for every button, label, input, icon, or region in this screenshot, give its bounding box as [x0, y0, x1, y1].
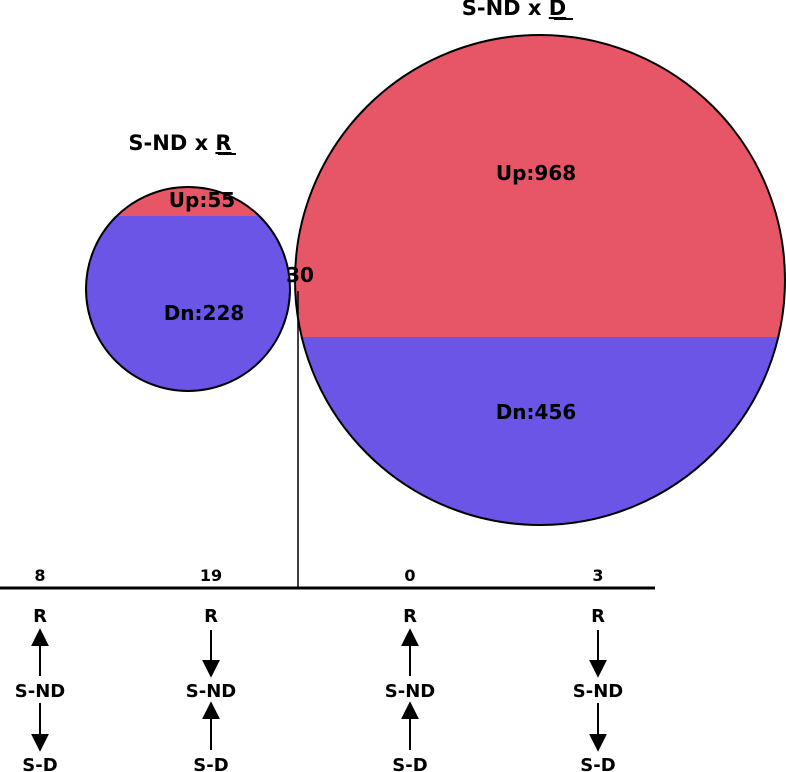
node-s-d: S-D: [22, 755, 57, 772]
pattern-count: 3: [592, 566, 603, 585]
node-s-nd: S-ND: [15, 681, 65, 702]
pattern-column-2: 19 R S-ND S-D: [186, 566, 236, 772]
small-down-label: Dn:228: [164, 301, 245, 325]
pattern-column-1: 8 R S-ND S-D: [15, 566, 65, 772]
node-s-d: S-D: [392, 755, 427, 772]
pattern-count: 0: [404, 566, 415, 585]
node-s-nd: S-ND: [385, 681, 435, 702]
node-s-d: S-D: [580, 755, 615, 772]
large-down-region: [295, 337, 785, 525]
node-s-d: S-D: [193, 755, 228, 772]
pattern-column-4: 3 R S-ND S-D: [573, 566, 623, 772]
node-s-nd: S-ND: [186, 681, 236, 702]
node-s-nd: S-ND: [573, 681, 623, 702]
large-circle-outline: [294, 34, 786, 526]
overlap-count-label: 30: [286, 263, 314, 287]
large-up-label: Up:968: [496, 161, 576, 185]
node-r: R: [403, 606, 417, 627]
pattern-count: 19: [200, 566, 222, 585]
node-r: R: [33, 606, 47, 627]
node-r: R: [204, 606, 218, 627]
small-set-title: S-ND x R: [128, 131, 231, 155]
small-circle-outline: [85, 186, 291, 392]
large-down-label: Dn:456: [496, 400, 577, 424]
small-down-region: [86, 216, 290, 391]
large-set-title: S-ND x D: [462, 0, 566, 20]
node-r: R: [591, 606, 605, 627]
set-small-circle: [86, 187, 290, 391]
pattern-column-3: 0 R S-ND S-D: [385, 566, 435, 772]
small-up-label: Up:55: [169, 188, 235, 212]
pattern-count: 8: [34, 566, 45, 585]
